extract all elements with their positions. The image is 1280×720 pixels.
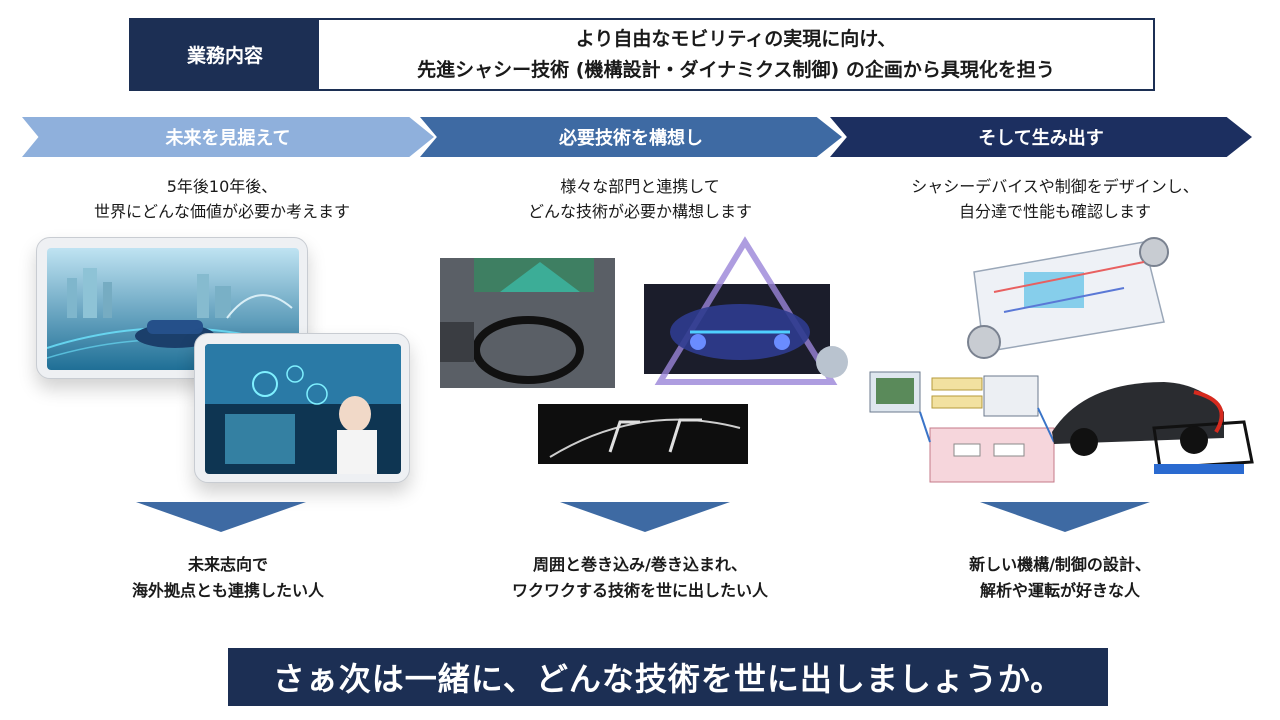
step-3-desc-line-2: 自分達で性能も確認します xyxy=(958,202,1151,221)
step-1-target-line-2: 海外拠点とも連携したい人 xyxy=(131,581,324,600)
tablet-autonomous-image xyxy=(194,333,410,483)
step-1-description: 5年後10年後、 世界にどんな価値が必要か考えます xyxy=(22,174,422,224)
production-illustration xyxy=(864,232,1256,488)
header-label: 業務内容 xyxy=(131,20,319,89)
step-2-target-line-2: ワクワクする技術を世に出したい人 xyxy=(511,581,768,600)
step-2-down-arrow xyxy=(560,502,730,532)
step-1-target: 未来志向で 海外拠点とも連携したい人 xyxy=(28,552,428,604)
step-3-chevron: そして生み出す xyxy=(830,117,1252,157)
step-2-target: 周囲と巻き込み/巻き込まれ、 ワクワクする技術を世に出したい人 xyxy=(440,552,840,604)
header-line-1: より自由なモビリティの実現に向け、 xyxy=(575,27,897,50)
header-line-2: 先進シャシー技術 (機構設計・ダイナミクス制御) の企画から具現化を担う xyxy=(417,58,1055,81)
step-2-desc-line-2: どんな技術が必要か構想します xyxy=(527,202,752,221)
step-3-target-line-1: 新しい機構/制御の設計、 xyxy=(969,555,1151,574)
step-2-chevron: 必要技術を構想し xyxy=(420,117,842,157)
step-1-desc-line-1: 5年後10年後、 xyxy=(166,177,278,196)
step-1-target-line-1: 未来志向で xyxy=(187,555,268,574)
step-1-desc-line-2: 世界にどんな価値が必要か考えます xyxy=(93,202,350,221)
step-3-description: シャシーデバイスや制御をデザインし、 自分達で性能も確認します xyxy=(855,174,1255,224)
step-2-target-line-1: 周囲と巻き込み/巻き込まれ、 xyxy=(532,555,747,574)
future-vision-illustration xyxy=(30,235,415,485)
step-3-down-arrow xyxy=(980,502,1150,532)
step-1-chevron: 未来を見据えて xyxy=(22,117,434,157)
step-1-down-arrow xyxy=(136,502,306,532)
step-3-desc-line-1: シャシーデバイスや制御をデザインし、 xyxy=(911,177,1199,196)
step-3-target: 新しい機構/制御の設計、 解析や運転が好きな人 xyxy=(860,552,1260,604)
step-3-target-line-2: 解析や運転が好きな人 xyxy=(979,581,1140,600)
concept-illustration xyxy=(440,232,860,468)
header-box: 業務内容 より自由なモビリティの実現に向け、 先進シャシー技術 (機構設計・ダイ… xyxy=(129,18,1155,91)
header-text: より自由なモビリティの実現に向け、 先進シャシー技術 (機構設計・ダイナミクス制… xyxy=(319,20,1153,89)
footer-banner: さぁ次は一緒に、どんな技術を世に出しましょうか。 xyxy=(228,648,1108,706)
step-2-desc-line-1: 様々な部門と連携して xyxy=(560,177,720,196)
step-2-description: 様々な部門と連携して どんな技術が必要か構想します xyxy=(440,174,840,224)
